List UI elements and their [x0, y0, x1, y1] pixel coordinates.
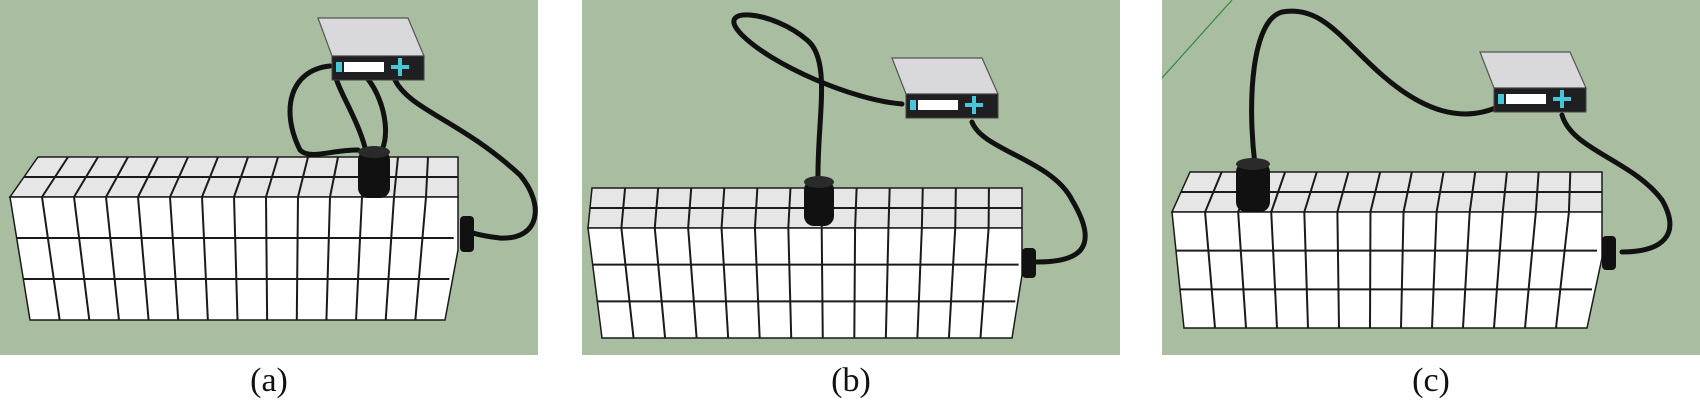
caption-b: (b) [831, 362, 871, 399]
panel-b-cable-loop [731, 12, 905, 183]
grid-line [620, 227, 635, 339]
panel-a-connector [460, 216, 474, 252]
grid-line [1237, 211, 1247, 329]
panel-c-axis-line [1162, 0, 1233, 79]
grid-line [295, 196, 299, 321]
grid-line [1303, 211, 1309, 329]
grid-line [1204, 211, 1216, 329]
grid-line [201, 196, 209, 321]
grid-line [653, 227, 667, 339]
panel-c [1162, 0, 1700, 355]
grid-line [137, 196, 150, 321]
panel-c-cable-right [1559, 112, 1673, 255]
panel-a-block [8, 156, 459, 321]
grid-line [1524, 211, 1537, 329]
grid-line [884, 227, 890, 339]
grid-line [384, 196, 395, 321]
grid-line [1431, 211, 1438, 329]
grid-line [820, 227, 824, 339]
grid-line [1400, 211, 1405, 329]
grid-line [753, 227, 761, 339]
grid-line [73, 196, 91, 321]
panel-b-block [587, 187, 1023, 339]
panel-b-scene [582, 0, 1120, 355]
grid-line [1270, 211, 1278, 329]
grid-line [947, 227, 957, 339]
panel-a [0, 0, 538, 355]
panel-a-device [317, 17, 425, 81]
panel-c-scene [1162, 0, 1700, 355]
grid-line [1336, 211, 1340, 329]
caption-c: (c) [1412, 362, 1450, 399]
panel-c-sensor [1236, 158, 1270, 212]
panel-a-cable-right [392, 77, 538, 241]
grid-line [355, 196, 363, 321]
grid-line [41, 196, 61, 321]
grid-line [1555, 211, 1570, 329]
panel-c-connector [1602, 236, 1616, 270]
grid-line [687, 227, 698, 339]
panel-a-sensor [358, 146, 390, 198]
grid-line [233, 196, 239, 321]
grid-line [169, 196, 180, 321]
panel-a-scene [0, 0, 538, 355]
grid-line [979, 227, 990, 339]
grid-line [787, 227, 793, 339]
panel-b-cable-right [969, 119, 1088, 265]
grid-line [853, 227, 857, 339]
grid-line [325, 196, 331, 321]
grid-line [1493, 211, 1504, 329]
panel-b-connector [1022, 248, 1036, 278]
panel-b-sensor [804, 176, 834, 226]
panel-b [582, 0, 1120, 355]
grid-line [916, 227, 923, 339]
grid-line [1462, 211, 1471, 329]
panel-c-block [1170, 171, 1603, 329]
grid-line [414, 196, 427, 321]
panel-b-device [891, 57, 999, 119]
panel-a-cable-side [287, 63, 361, 157]
caption-a: (a) [250, 362, 288, 399]
grid-line [105, 196, 120, 321]
grid-line [720, 227, 730, 339]
panel-c-device [1479, 51, 1587, 113]
grid-line [265, 196, 269, 321]
